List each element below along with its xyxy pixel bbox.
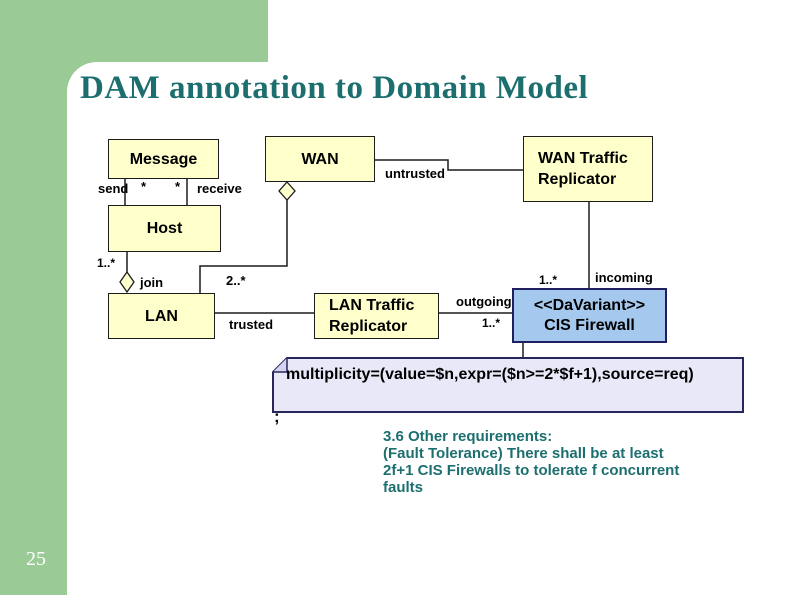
cis-firewall-name: CIS Firewall: [544, 316, 635, 334]
label-receive-multiplicity: *: [175, 179, 181, 194]
class-label-wan-traffic-line1: WAN Traffic: [538, 150, 628, 167]
class-label-lan-traffic-line2: Replicator: [329, 318, 408, 335]
class-label-wan: WAN: [301, 150, 339, 168]
class-label-lan-traffic-line1: LAN Traffic: [329, 297, 415, 314]
label-untrusted: untrusted: [385, 166, 445, 181]
label-outgoing: outgoing: [456, 294, 512, 309]
class-box-lan-traffic-replicator: LAN Traffic Replicator: [314, 293, 439, 339]
class-label-lan: LAN: [145, 307, 178, 325]
label-lan-multiplicity: 2..*: [226, 273, 246, 288]
class-label-message: Message: [129, 150, 198, 168]
class-label-wan-traffic-line2: Replicator: [538, 171, 617, 188]
label-outgoing-multiplicity: 1..*: [482, 316, 501, 330]
page-number: 25: [26, 548, 46, 570]
note-annotation-text: multiplicity=(value=$n,expr=($n>=2*$f+1)…: [286, 366, 694, 383]
green-sidebar: [0, 0, 67, 595]
class-box-message: Message: [108, 139, 219, 179]
class-box-lan: LAN: [108, 293, 215, 339]
requirement-text: 3.6 Other requirements: (Fault Tolerance…: [383, 428, 680, 496]
class-box-wan-traffic-replicator: WAN Traffic Replicator: [523, 136, 653, 202]
label-trusted: trusted: [229, 317, 274, 332]
label-host-multiplicity: 1..*: [97, 256, 116, 270]
label-send: send: [98, 181, 129, 196]
class-box-wan: WAN: [265, 136, 375, 182]
cis-firewall-stereotype: <<DaVariant>>: [533, 296, 646, 314]
class-label-host: Host: [146, 220, 183, 237]
page-title: DAM annotation to Domain Model: [80, 70, 589, 106]
note-annotation-overflow: ;: [274, 407, 280, 426]
class-box-host: Host: [108, 205, 221, 252]
label-receive: receive: [197, 181, 242, 196]
class-box-cis-firewall: <<DaVariant>> CIS Firewall: [512, 288, 667, 343]
label-join: join: [140, 275, 164, 290]
label-send-multiplicity: *: [141, 179, 147, 194]
label-incoming-multiplicity: 1..*: [539, 273, 558, 287]
label-incoming: incoming: [595, 270, 653, 285]
